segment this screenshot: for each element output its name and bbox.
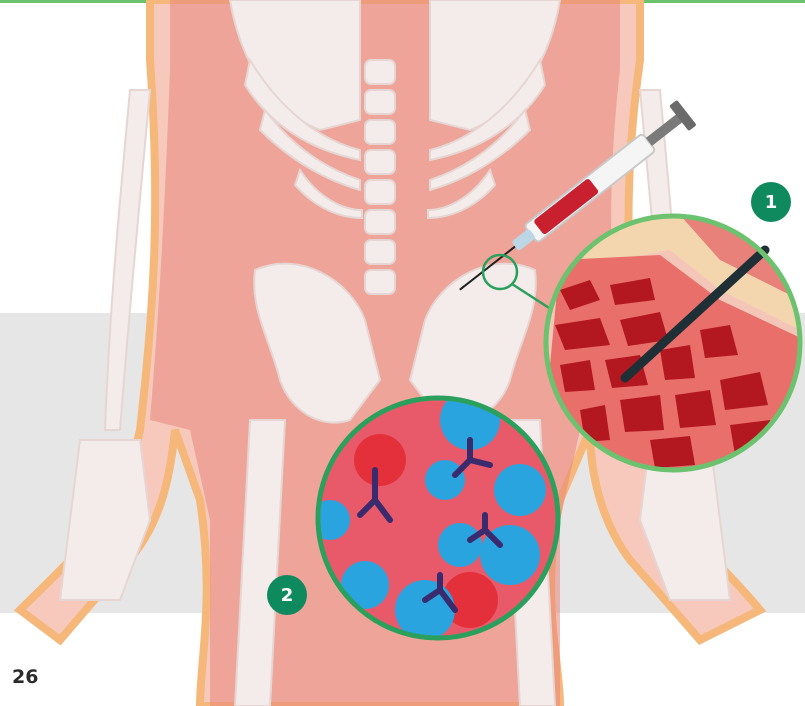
step-1-badge: 1 bbox=[751, 182, 791, 222]
immune-cell bbox=[494, 464, 546, 516]
page-number: 26 bbox=[12, 666, 38, 688]
step-2-badge: 2 bbox=[267, 575, 307, 615]
immune-cell bbox=[438, 523, 482, 567]
immune-cell bbox=[425, 460, 465, 500]
skin-cross-section bbox=[540, 215, 805, 470]
pathogen-cell bbox=[354, 434, 406, 486]
